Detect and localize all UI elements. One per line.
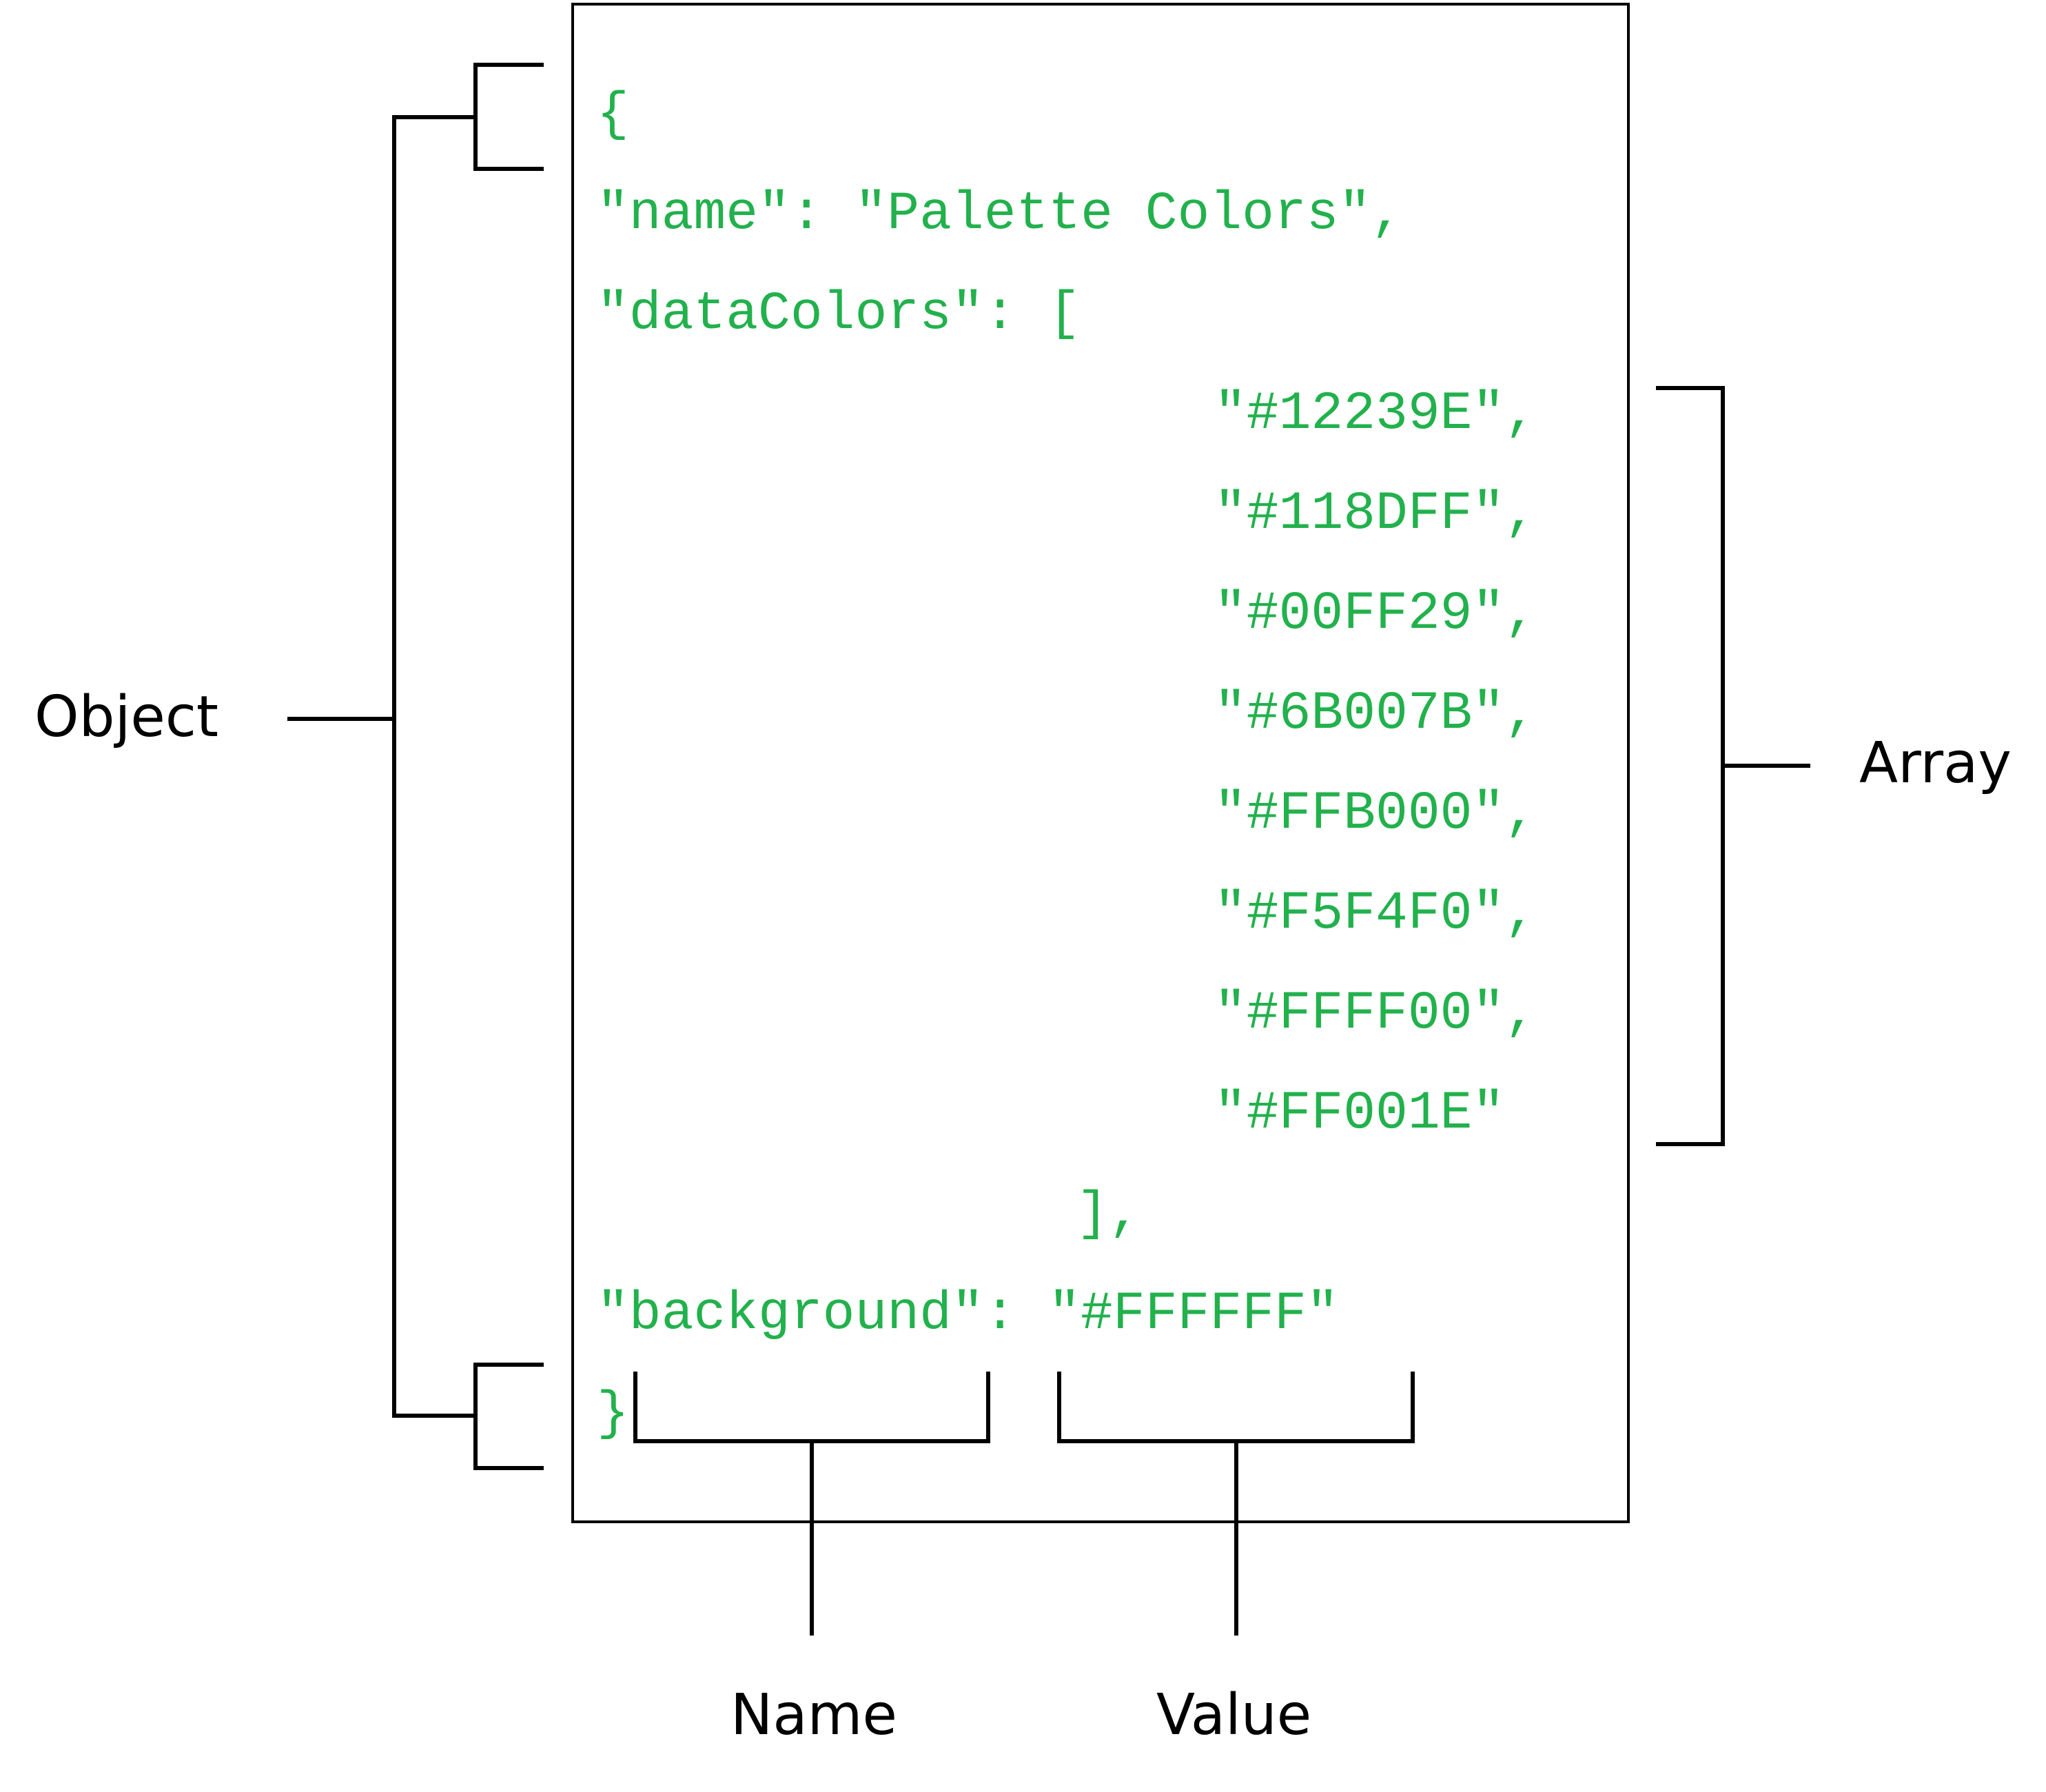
close-brace: } [597, 1384, 629, 1445]
array-item: "#FFFF00", [1214, 984, 1537, 1044]
background-line: "background": "#FFFFFF" [597, 1284, 1339, 1345]
array-item: "#12239E", [1214, 384, 1537, 445]
name-bracket [633, 1372, 990, 1443]
array-bracket [1656, 386, 1725, 1146]
object-top-cap [473, 63, 544, 171]
close-array: ], [1076, 1184, 1141, 1245]
name-line: "name": "Palette Colors", [597, 184, 1404, 245]
value-label: Value [1156, 1682, 1312, 1748]
value-bracket [1057, 1372, 1415, 1443]
array-item: "#118DFF", [1214, 484, 1537, 544]
array-label: Array [1859, 731, 2012, 796]
object-bottom-cap [473, 1363, 544, 1470]
object-label: Object [34, 684, 219, 750]
name-label: Name [730, 1682, 897, 1748]
array-item: "#00FF29", [1214, 584, 1537, 644]
array-item: "#FF001E" [1214, 1083, 1505, 1144]
array-item: "#6B007B", [1214, 684, 1537, 744]
array-item: "#FFB000", [1214, 784, 1537, 844]
datacolors-line: "dataColors": [ [597, 284, 1081, 345]
code-frame [571, 3, 1630, 1523]
open-brace: { [597, 85, 629, 145]
array-item: "#F5F4F0", [1214, 884, 1537, 944]
